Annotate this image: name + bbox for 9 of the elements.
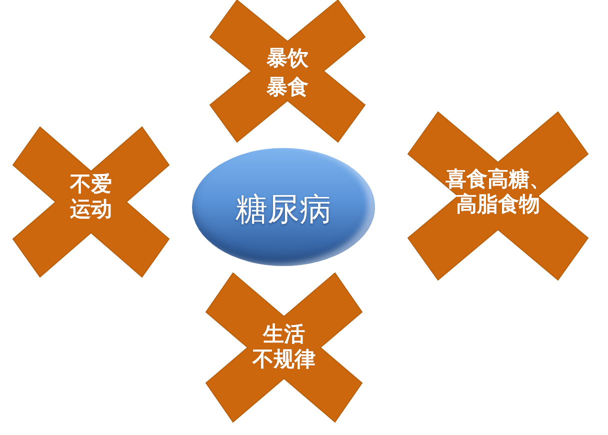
cross-shape <box>210 0 365 142</box>
node-label: 不爱运动 <box>70 171 112 221</box>
node-label: 暴饮暴食 <box>266 44 308 101</box>
node-label: 生活不规律 <box>252 320 316 370</box>
center-title: 糖尿病 <box>236 190 332 228</box>
cross-shape <box>408 112 588 280</box>
cross-shape <box>13 127 169 277</box>
node-label: 喜食高糖、高脂食物 <box>446 166 550 216</box>
cross-shape <box>206 273 362 422</box>
